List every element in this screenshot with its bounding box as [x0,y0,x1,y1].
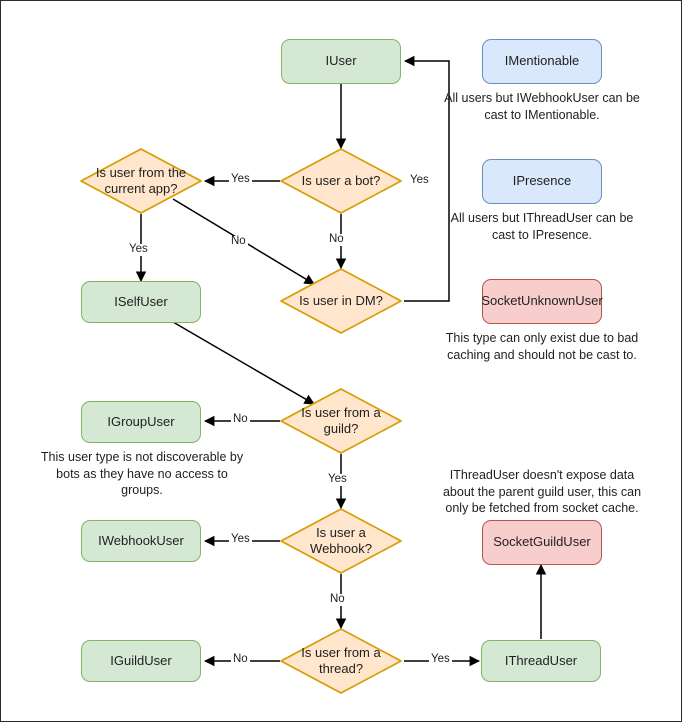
node-imentionable-label: IMentionable [504,53,580,69]
edge-label-guild-no: No [231,413,250,426]
decision-from-current-app[interactable]: Is user from the current app? [80,148,202,214]
edge-label-webhook-yes: Yes [229,533,252,546]
caption-socketunknownuser: This type can only exist due to bad cach… [445,331,639,362]
decision-from-guild[interactable]: Is user from a guild? [280,388,402,454]
edge-label-bot-no: No [327,233,346,246]
node-igroupuser-label: IGroupUser [107,413,175,429]
diamond-shape [280,508,402,574]
decision-is-webhook[interactable]: Is user a Webhook? [280,508,402,574]
caption-igroupuser: This user type is not discoverable by bo… [40,450,244,498]
decision-from-thread[interactable]: Is user from a thread? [280,628,402,694]
decision-is-webhook-label: Is user a Webhook? [310,525,372,556]
node-socketunknownuser[interactable]: SocketUnknownUser [481,279,603,324]
decision-from-guild-label: Is user from a guild? [301,405,381,436]
node-socketunknownuser-label: SocketUnknownUser [481,293,603,309]
edge-label-thread-yes: Yes [429,653,452,666]
decision-in-dm-label: Is user in DM? [299,293,383,309]
node-imentionable[interactable]: IMentionable [482,39,602,84]
diamond-shape [280,268,402,334]
caption-ithreaduser: IThreadUser doesn't expose data about th… [442,468,642,516]
node-iwebhookuser-label: IWebhookUser [98,532,184,548]
diamond-shape [80,148,202,214]
node-ipresence[interactable]: IPresence [482,159,602,204]
node-igroupuser[interactable]: IGroupUser [81,401,201,443]
node-iuser-label: IUser [325,53,357,69]
node-iwebhookuser[interactable]: IWebhookUser [81,520,201,562]
node-iselfuser[interactable]: ISelfUser [81,281,201,323]
node-iselfuser-label: ISelfUser [114,293,168,309]
node-iuser[interactable]: IUser [281,39,401,84]
caption-imentionable: All users but IWebhookUser can be cast t… [444,91,640,122]
edge-label-app-no: No [229,235,248,248]
node-iguilduser-label: IGuildUser [110,652,172,668]
decision-from-thread-label: Is user from a thread? [301,645,381,676]
edge-label-webhook-no: No [328,593,347,606]
decision-is-bot-label: Is user a bot? [301,173,381,189]
edge-label-thread-no: No [231,653,250,666]
diamond-shape [280,148,402,214]
decision-is-bot[interactable]: Is user a bot? [280,148,402,214]
diamond-shape [280,628,402,694]
decision-from-current-app-label: Is user from the current app? [95,165,187,196]
caption-ipresence: All users but IThreadUser can be cast to… [450,211,634,242]
diamond-shape [280,388,402,454]
edge-label-dm-yes: Yes [408,174,431,187]
node-ithreaduser-label: IThreadUser [504,652,578,668]
decision-in-dm[interactable]: Is user in DM? [280,268,402,334]
edge-label-bot-yes: Yes [229,173,252,186]
node-socketguilduser-label: SocketGuildUser [493,534,591,550]
node-socketguilduser[interactable]: SocketGuildUser [482,520,602,565]
edge-label-app-yes: Yes [127,243,150,256]
node-ithreaduser[interactable]: IThreadUser [481,640,601,682]
edge-label-guild-yes: Yes [326,473,349,486]
node-ipresence-label: IPresence [512,173,572,189]
node-iguilduser[interactable]: IGuildUser [81,640,201,682]
